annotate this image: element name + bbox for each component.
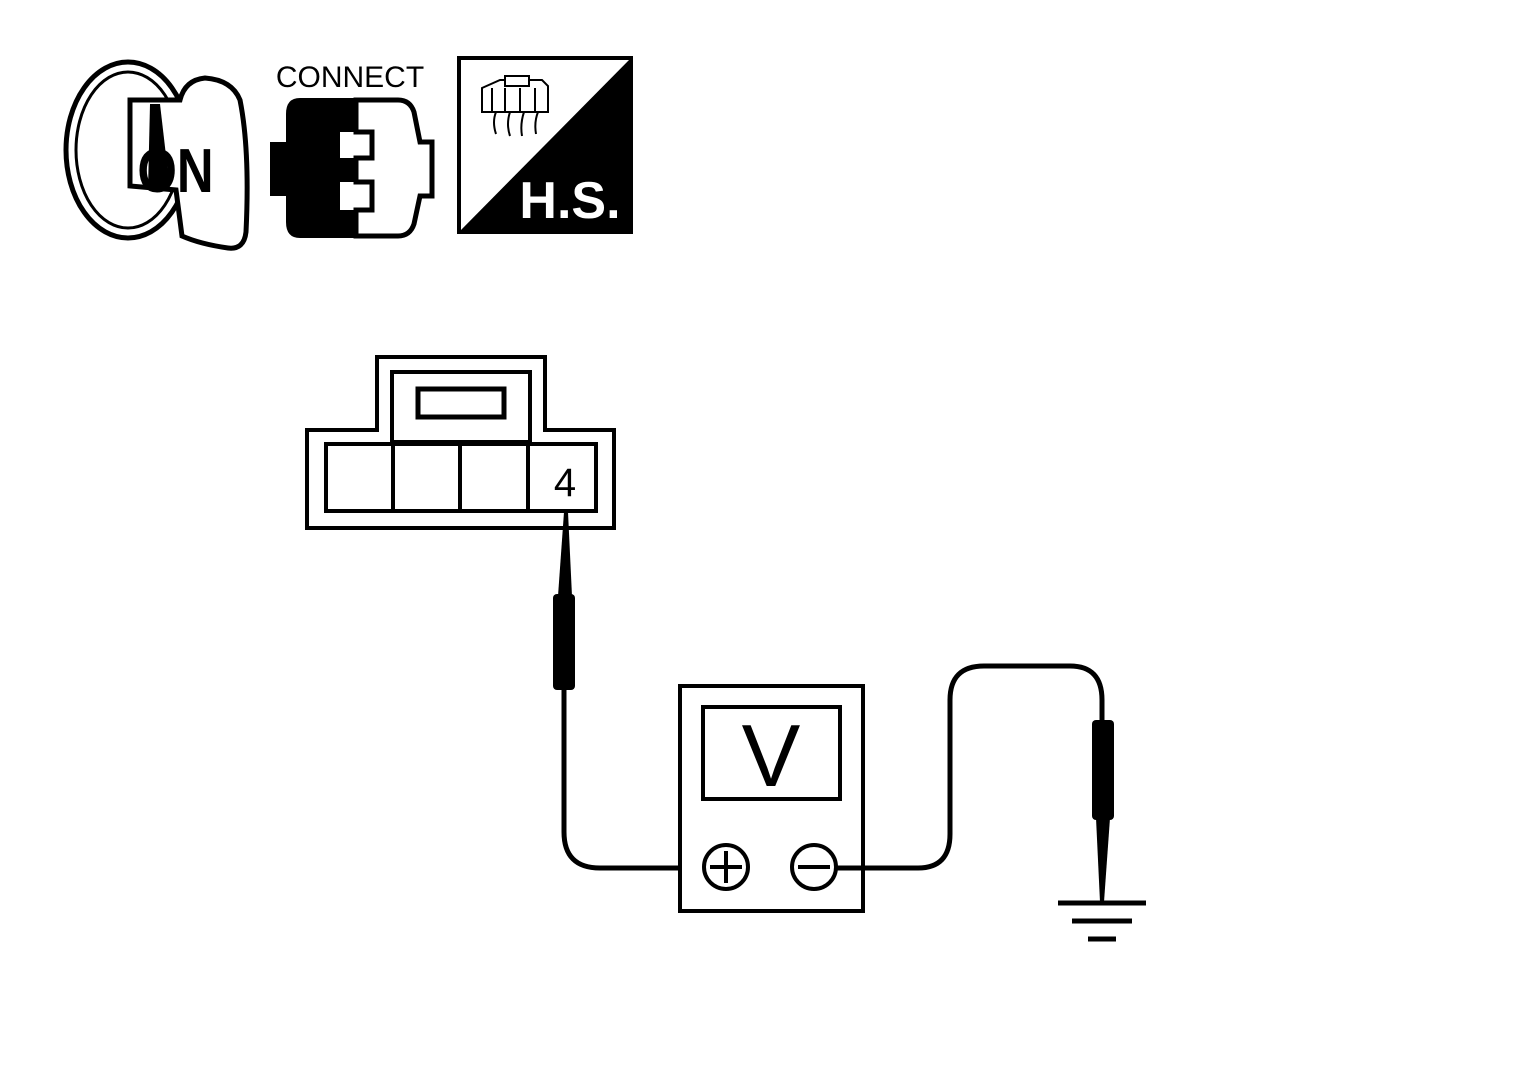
positive-probe (553, 512, 705, 871)
harness-side-connector-icon: H.S. (457, 56, 633, 234)
ground-symbol (1058, 900, 1146, 942)
harness-side-label: H.S. (519, 172, 620, 230)
negative-terminal (790, 843, 838, 891)
ignition-on-label: ON (137, 137, 213, 206)
ignition-key-icon: ON (63, 59, 250, 251)
voltmeter: V (678, 684, 865, 913)
terminal-4-label: 4 (554, 461, 576, 505)
meter-display: V (742, 706, 801, 805)
connector-connect-icon: CONNECT (270, 61, 435, 239)
harness-connector: 4 (305, 355, 616, 530)
positive-terminal (702, 843, 750, 891)
negative-probe (836, 663, 1114, 902)
connect-label: CONNECT (276, 61, 424, 94)
